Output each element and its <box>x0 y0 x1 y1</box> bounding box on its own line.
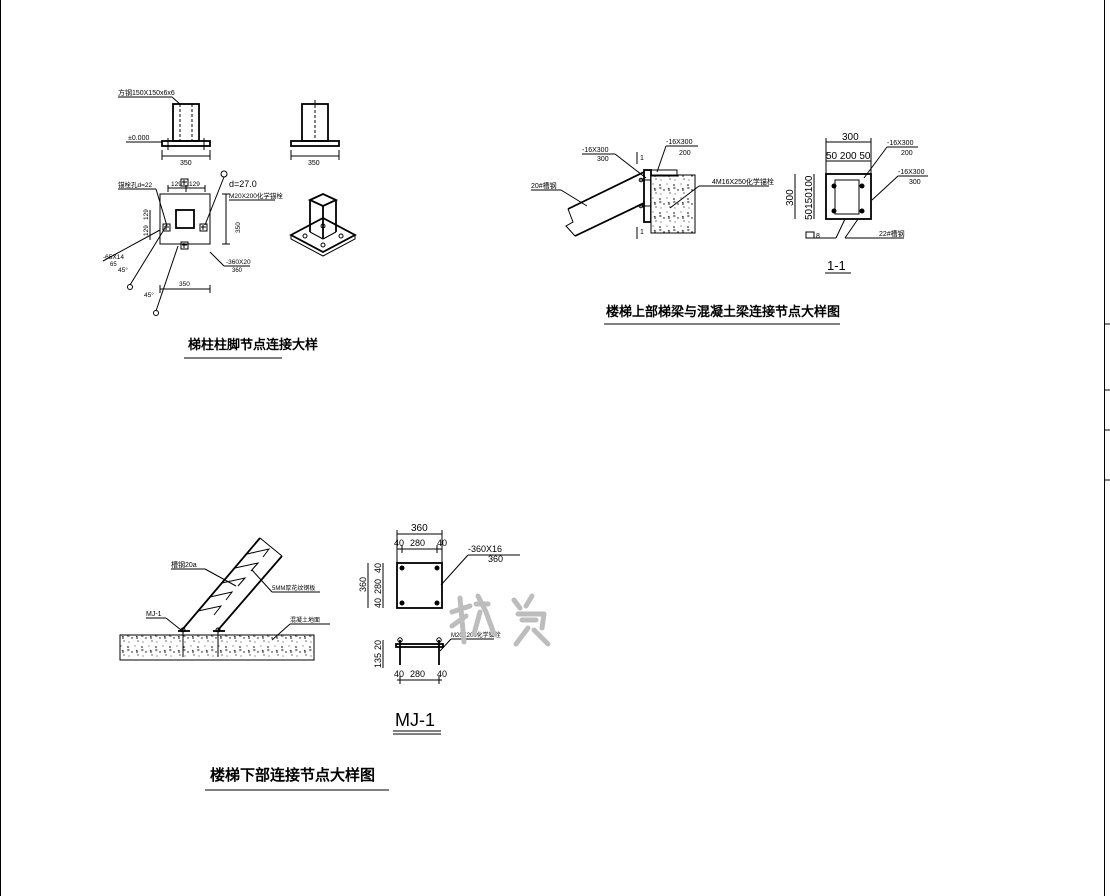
mj-tag: MJ-1 <box>146 611 162 618</box>
lower-channel: 槽钢20a <box>171 560 197 569</box>
column-base-plan: 129 129 129 129 350 350 锚栓孔d=22 d=27.0 M… <box>102 170 283 316</box>
mj-bottom-part-1: 40 <box>394 669 404 679</box>
plate-right-top: -16X300 <box>666 139 693 146</box>
mj-top-part-3: 40 <box>437 538 447 548</box>
column-base-isometric <box>289 193 357 257</box>
dim-129-a: 129 <box>171 181 182 188</box>
detail-a-title: 梯柱柱脚节点连接大样 <box>188 337 318 353</box>
sec-plate1-top: -16X300 <box>887 140 914 147</box>
dim-129-b: 129 <box>189 181 200 188</box>
dim-plate-width-2: 350 <box>308 160 320 167</box>
mj-elev-part-1: 20 <box>373 640 383 650</box>
anchor-spec: 4M16X250化学锚栓 <box>712 177 774 186</box>
mj-dim-top: 360 <box>411 523 428 534</box>
sec-dim-parts: 50 200 50 <box>826 151 871 162</box>
rib-sub: 65 <box>110 262 117 268</box>
hole-note: 锚栓孔d=22 <box>118 180 153 189</box>
mj-dim-side: 360 <box>358 577 368 592</box>
upper-channel: 20#槽钢 <box>531 181 557 190</box>
section-1-1: 300 50 200 50 300 50150100 -16X300 200 -… <box>785 132 928 274</box>
angle-1: 45° <box>118 266 128 274</box>
sec-dim-side-total: 300 <box>785 189 796 206</box>
plate-left-bottom: 300 <box>597 156 609 163</box>
detail-mj1: 360 40 280 40 360 40 280 40 -360X16 360 … <box>358 523 520 735</box>
dim-bottom-350: 350 <box>179 281 190 288</box>
detail-b-title: 楼梯上部梯梁与混凝土梁连接节点大样图 <box>606 304 840 320</box>
plate-left-top: -16X300 <box>582 147 609 154</box>
upper-elevation: 1 1 -16X300 300 -16X300 200 20#槽钢 4M16X2… <box>531 139 774 239</box>
cut-mark-top: 1 <box>640 155 644 162</box>
plate-sub: 360 <box>232 268 243 274</box>
mj-plate-bottom: 360 <box>488 554 503 564</box>
mj-top-part-1: 40 <box>394 538 404 548</box>
dim-side-350: 350 <box>235 222 242 233</box>
column-spec-label: 方钢150X150x6x6 <box>118 88 175 97</box>
mj-plate-top: -360X16 <box>468 544 502 554</box>
tread-plate: 5MM厚花纹钢板 <box>272 584 315 592</box>
mj-bottom-part-2: 280 <box>410 669 425 679</box>
sec-dim-side-parts: 50150100 <box>804 175 815 220</box>
rib-spec: -65X14 <box>103 254 124 261</box>
mj-side-part-2: 280 <box>373 579 383 594</box>
sec-plate1-bottom: 200 <box>901 150 913 157</box>
plate-right-bottom: 200 <box>679 150 691 157</box>
elevation-label: ±0.000 <box>128 135 149 142</box>
bolt-diameter: d=27.0 <box>229 179 257 189</box>
weld-size: 8 <box>816 233 820 240</box>
column-elevation-right: 350 <box>290 100 340 167</box>
mj-top-part-2: 280 <box>410 538 425 548</box>
detail-c-title: 楼梯下部连接节点大样图 <box>210 766 375 784</box>
dim-plate-width-1: 350 <box>180 160 192 167</box>
dim-129-v1: 129 <box>143 225 150 236</box>
detail-upper-connection: 1 1 -16X300 300 -16X300 200 20#槽钢 4M16X2… <box>531 132 928 325</box>
sec-channel: 22#槽钢 <box>879 229 905 238</box>
mj-bottom-part-3: 40 <box>437 669 447 679</box>
plate-spec: -360X20 <box>226 259 251 266</box>
detail-column-base: 方钢150X150x6x6 ±0.000 350 350 <box>102 88 357 359</box>
mj-side-part-3: 40 <box>373 598 383 608</box>
watermark-stamp <box>449 593 551 647</box>
ground-label: 混凝土地面 <box>290 616 320 624</box>
bolt-spec: M20X200化学锚栓 <box>229 191 283 200</box>
dim-129-v2: 129 <box>143 209 150 220</box>
sec-dim-top: 300 <box>842 132 859 143</box>
sec-plate2-top: -16X300 <box>898 169 925 176</box>
angle-2: 45° <box>144 291 154 299</box>
mj-label: MJ-1 <box>395 710 435 730</box>
column-elevation-left: 方钢150X150x6x6 ±0.000 350 <box>118 88 211 167</box>
mj-side-part-1: 40 <box>373 563 383 573</box>
cut-mark-bottom: 1 <box>640 229 644 236</box>
section-label: 1-1 <box>827 258 846 273</box>
mj-elev-part-2: 135 <box>373 653 383 668</box>
detail-lower-connection: 槽钢20a 5MM厚花纹钢板 MJ-1 混凝土地面 楼梯下部连接节点大样图 <box>119 537 389 791</box>
sec-plate2-bottom: 300 <box>909 179 921 186</box>
